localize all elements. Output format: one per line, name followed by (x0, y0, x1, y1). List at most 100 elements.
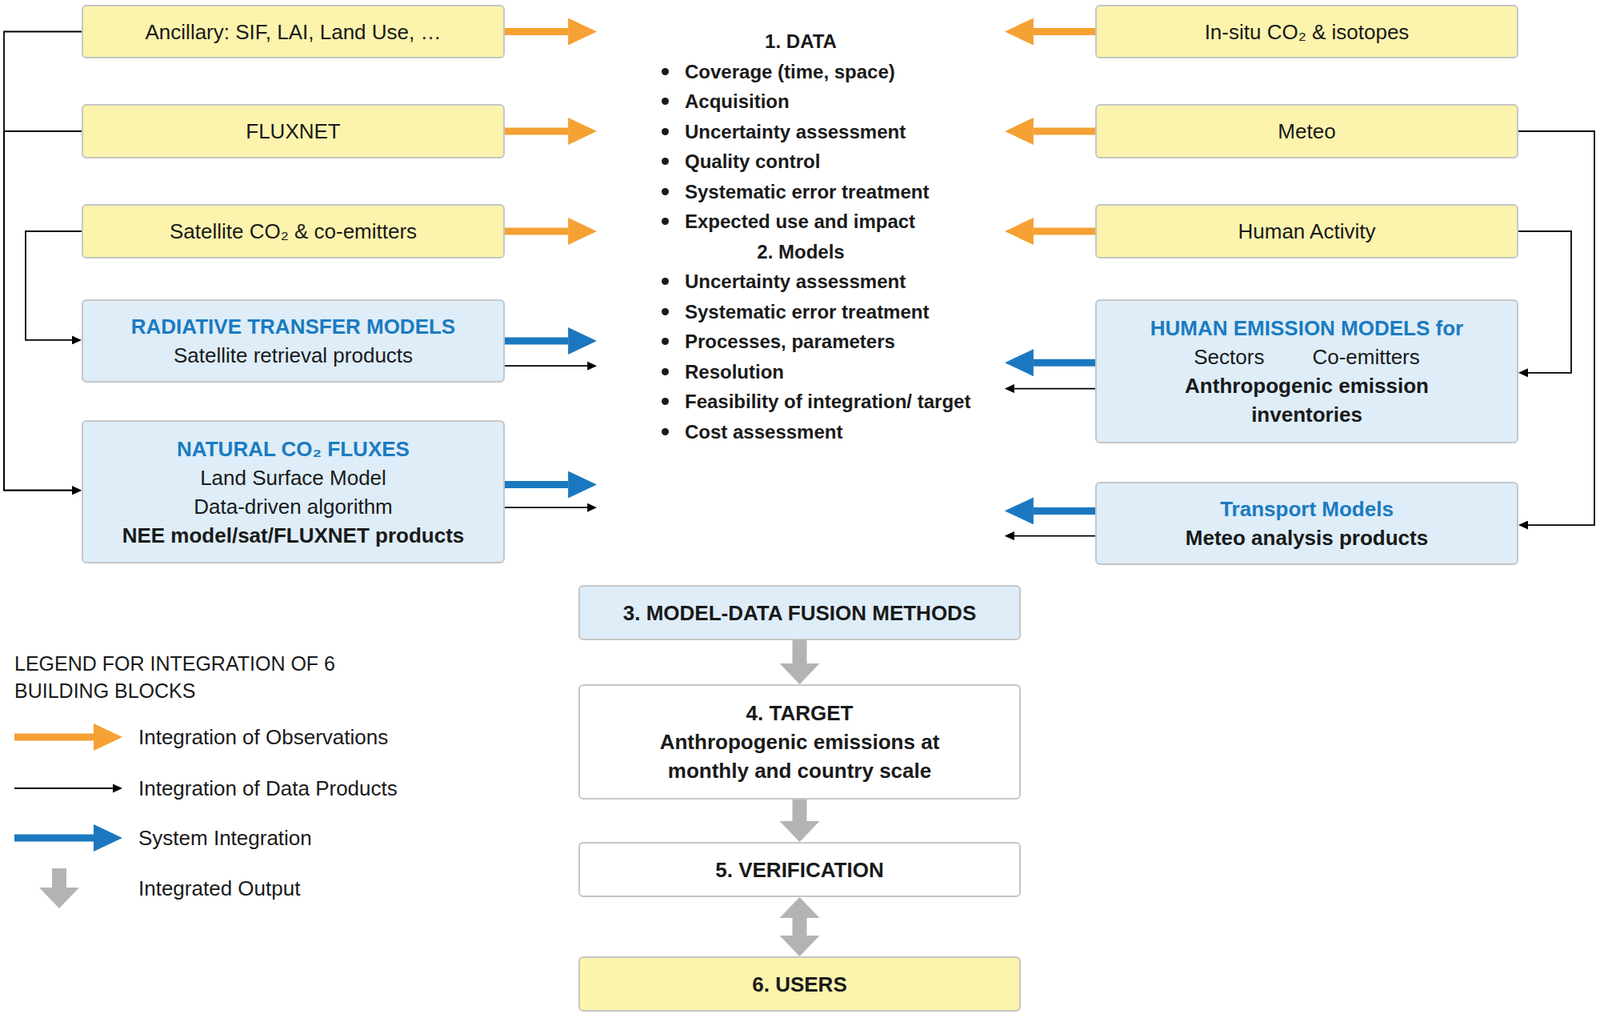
observation-arrow (1033, 128, 1096, 136)
text-row: Anthropogenic emissions at monthly and c… (628, 727, 972, 785)
output-arrow (792, 640, 808, 664)
observation-arrow (504, 228, 568, 236)
box-text: Sectors (1193, 342, 1264, 372)
legend-arrow (14, 787, 113, 789)
model-box: Transport ModelsMeteo analysis products (1095, 481, 1519, 565)
box-text: Transport Models (1220, 494, 1394, 524)
text-row: 2. Models (525, 236, 1076, 268)
system-arrow (504, 337, 568, 345)
bullet-item: Quality control (658, 146, 1011, 177)
text-row: NEE model/sat/FLUXNET products (122, 520, 465, 550)
system-arrow (504, 480, 568, 488)
data-product-arrow (4, 131, 82, 491)
box-text: NATURAL CO₂ FLUXES (176, 434, 410, 464)
box-text: HUMAN EMISSION MODELS for (1150, 313, 1464, 343)
box-text: RADIATIVE TRANSFER MODELS (131, 312, 456, 341)
bullet-item: Expected use and impact (658, 206, 1011, 237)
legend-entry: System Integration (14, 821, 312, 854)
output-arrow (792, 917, 808, 936)
text-row: 6. USERS (752, 969, 848, 999)
observation-arrow (1033, 228, 1096, 236)
model-box: RADIATIVE TRANSFER MODELSSatellite retri… (81, 299, 505, 383)
text-row: Cost assessment (658, 416, 1011, 448)
box-text: NEE model/sat/FLUXNET products (122, 520, 465, 550)
text-row: Meteo analysis products (1185, 523, 1428, 552)
process-box: 3. MODEL-DATA FUSION METHODS (578, 584, 1021, 640)
bullet-item: Coverage (time, space) (658, 56, 1011, 88)
input-box: Meteo (1095, 104, 1519, 159)
data-product-arrow (504, 364, 588, 367)
text-row: Meteo (1277, 116, 1336, 146)
box-text: Anthropogenic emissions at monthly and c… (628, 727, 972, 785)
system-arrow (1033, 507, 1096, 515)
legend-text: Integration of Observations (138, 722, 388, 752)
box-text: 6. USERS (752, 969, 848, 999)
observation-arrow (1033, 28, 1096, 36)
text-row: Systematic error treatment (658, 296, 1011, 328)
text-row: In-situ CO₂ & isotopes (1204, 17, 1410, 47)
data-product-arrow (1014, 388, 1096, 390)
text-row: Ancillary: SIF, LAI, Land Use, … (145, 17, 442, 47)
text-row: Land Surface Model (200, 463, 387, 492)
legend-text: Integration of Data Products (138, 773, 398, 803)
process-box: 5. VERIFICATION (578, 841, 1021, 897)
data-product-arrow (504, 506, 588, 508)
text-row: Satellite retrieval products (173, 340, 413, 370)
text-row: Anthropogenic emission inventories (1128, 371, 1485, 429)
legend-sample (14, 868, 139, 908)
text-row: Coverage (time, space) (658, 56, 1011, 88)
bullet-item: Acquisition (658, 86, 1011, 117)
text-row: FLUXNET (245, 116, 340, 146)
legend-sample (14, 772, 139, 804)
box-text: 5. VERIFICATION (715, 855, 884, 884)
bullet-item: Processes, parameters (658, 326, 1011, 357)
text-row: 5. VERIFICATION (715, 855, 884, 884)
legend-arrow (14, 733, 94, 741)
text-row: Transport Models (1220, 494, 1394, 524)
text-row: Feasibility of integration/ target (658, 386, 1011, 417)
legend-heading: LEGEND FOR INTEGRATION OF 6 BUILDING BLO… (14, 649, 375, 704)
bullet-item: Systematic error treatment (658, 176, 1011, 208)
legend-sample (14, 821, 139, 854)
box-text: In-situ CO₂ & isotopes (1204, 17, 1410, 47)
input-box: Ancillary: SIF, LAI, Land Use, … (81, 4, 505, 59)
data-product-arrow (1014, 535, 1096, 537)
land-mass (525, 312, 631, 508)
text-row: Expected use and impact (658, 206, 1011, 237)
box-text: Co-emitters (1312, 342, 1420, 372)
legend-sample (14, 720, 139, 753)
box-text: Meteo (1277, 116, 1336, 146)
text-row: Sectors Co-emitters (1193, 342, 1420, 372)
legend-entry: Integration of Data Products (14, 772, 398, 804)
text-row: 1. DATA (525, 26, 1076, 57)
data-product-arrow (1518, 231, 1572, 373)
section-heading: 1. DATA (525, 26, 1076, 57)
text-row: 4. TARGET (746, 698, 854, 728)
bullet-item: Resolution (658, 356, 1011, 388)
text-row: RADIATIVE TRANSFER MODELS (131, 312, 456, 341)
box-text: 3. MODEL-DATA FUSION METHODS (623, 598, 977, 628)
users-box: 6. USERS (578, 956, 1021, 1012)
input-box: In-situ CO₂ & isotopes (1095, 4, 1519, 59)
bullet-item: Uncertainty assessment (658, 116, 1011, 148)
data-product-arrow (4, 32, 82, 491)
text-row: HUMAN EMISSION MODELS for (1150, 313, 1464, 343)
box-text: Satellite CO₂ & co-emitters (169, 216, 417, 246)
observation-arrow (504, 28, 568, 36)
box-text: Anthropogenic emission inventories (1128, 371, 1485, 429)
legend-arrow (52, 868, 67, 888)
data-product-arrow (1518, 131, 1595, 525)
input-box: Human Activity (1095, 204, 1519, 259)
text-row: Satellite CO₂ & co-emitters (169, 216, 417, 246)
bullet-item: Uncertainty assessment (658, 266, 1011, 297)
text-row: NATURAL CO₂ FLUXES (176, 434, 410, 464)
section-heading: 2. Models (525, 236, 1076, 268)
legend-text: Integrated Output (138, 873, 300, 903)
legend-entry: Integration of Observations (14, 720, 388, 753)
input-box: FLUXNET (81, 104, 505, 159)
box-text: Ancillary: SIF, LAI, Land Use, … (145, 17, 442, 47)
text-row: Quality control (658, 146, 1011, 177)
ocean (526, 6, 1076, 556)
text-row: 3. MODEL-DATA FUSION METHODS (623, 598, 977, 628)
box-text: Land Surface Model (200, 463, 387, 492)
